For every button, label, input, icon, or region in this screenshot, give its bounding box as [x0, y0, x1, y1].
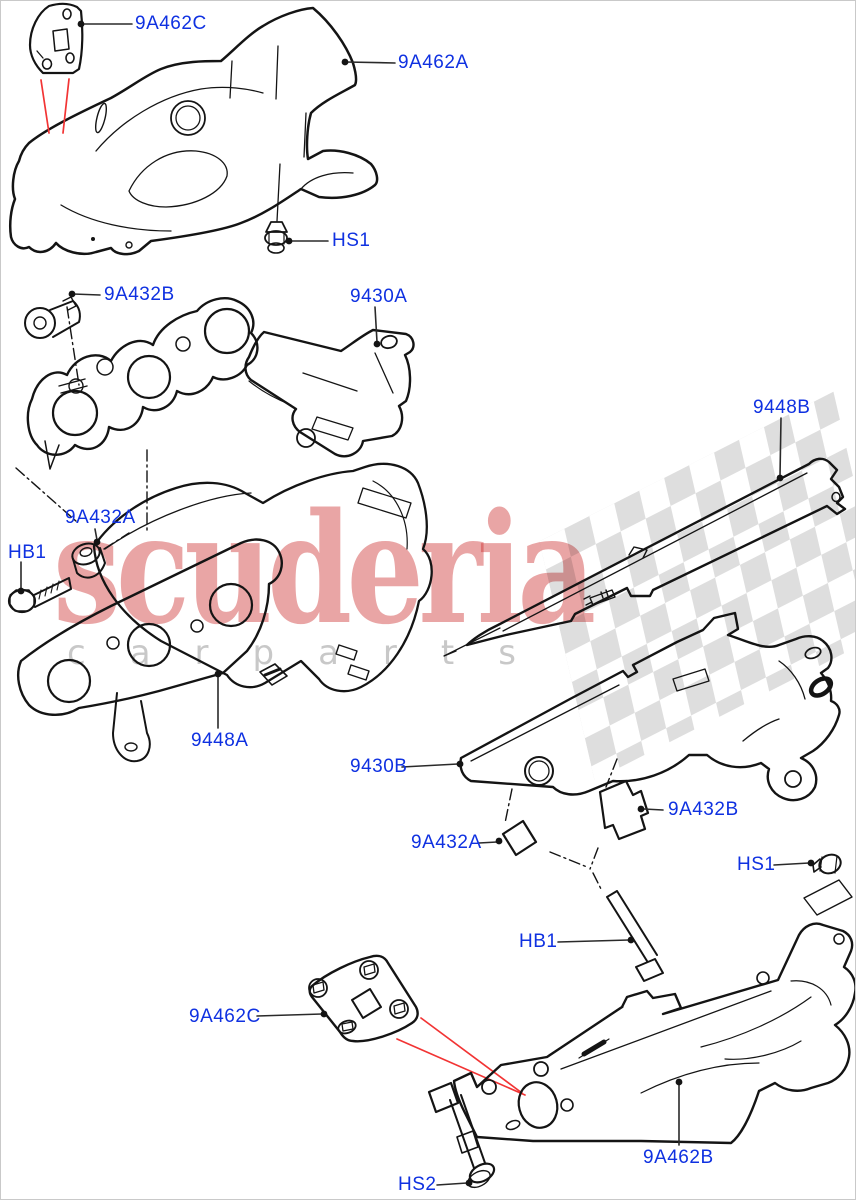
- part-label-9a432b-top[interactable]: 9A432B: [104, 284, 175, 305]
- part-label-9a462c-bottom[interactable]: 9A462C: [189, 1006, 261, 1027]
- part-bolt-hb1-right: [606, 890, 664, 982]
- part-label-9a432a-right[interactable]: 9A432A: [411, 832, 482, 853]
- part-bolt-hs1-right: [803, 853, 853, 916]
- part-label-9a462c-top[interactable]: 9A462C: [135, 13, 207, 34]
- part-heat-shield-mid: [92, 462, 433, 693]
- part-exhaust-manifold-9430a: [244, 328, 415, 458]
- leader-lines: [20, 23, 810, 1186]
- part-label-9a462b[interactable]: 9A462B: [643, 1147, 714, 1168]
- part-bolt-hs2: [427, 1081, 496, 1189]
- part-heat-shield-9a462b: [452, 922, 855, 1145]
- part-label-hs1-top[interactable]: HS1: [332, 230, 371, 251]
- part-spacer-block-9a432a: [501, 819, 538, 857]
- part-gasket-strip-9448b: [443, 457, 847, 657]
- part-mounting-plate-9a462c: [308, 954, 419, 1043]
- part-label-9448b[interactable]: 9448B: [753, 397, 811, 418]
- part-gasket-9448a: [17, 538, 283, 763]
- part-label-9a462a[interactable]: 9A462A: [398, 52, 469, 73]
- part-exhaust-manifold-9430b: [459, 611, 841, 802]
- part-heat-shield-9a462a: [8, 6, 379, 256]
- part-label-hs2[interactable]: HS2: [398, 1174, 437, 1195]
- part-stud-9a432b: [24, 296, 81, 339]
- part-spacer-block-9a432b: [598, 779, 650, 841]
- part-label-hb1-right[interactable]: HB1: [519, 931, 558, 952]
- part-label-9430a[interactable]: 9430A: [350, 286, 408, 307]
- part-label-hb1-left[interactable]: HB1: [8, 542, 47, 563]
- assembly-axis-dashes-right: [504, 758, 618, 892]
- part-label-9430b[interactable]: 9430B: [350, 756, 408, 777]
- part-bolt-hb1-left: [7, 577, 72, 614]
- part-heat-shield-bracket-9a462c: [28, 2, 84, 75]
- part-label-hs1-right[interactable]: HS1: [737, 854, 776, 875]
- pointer-lines-bottom: [396, 1017, 526, 1096]
- part-screw-hs1-top: [264, 163, 288, 254]
- part-label-9a432b-right[interactable]: 9A432B: [668, 799, 739, 820]
- pointer-lines-top: [40, 78, 70, 134]
- watermark-brand-text: scuderia: [53, 479, 596, 658]
- leader-dots: [17, 20, 815, 1187]
- part-label-9a432a-left[interactable]: 9A432A: [65, 507, 136, 528]
- part-spacer-9a432a-left: [71, 542, 106, 579]
- part-gasket-upper: [26, 297, 259, 470]
- part-label-9448a[interactable]: 9448A: [191, 730, 249, 751]
